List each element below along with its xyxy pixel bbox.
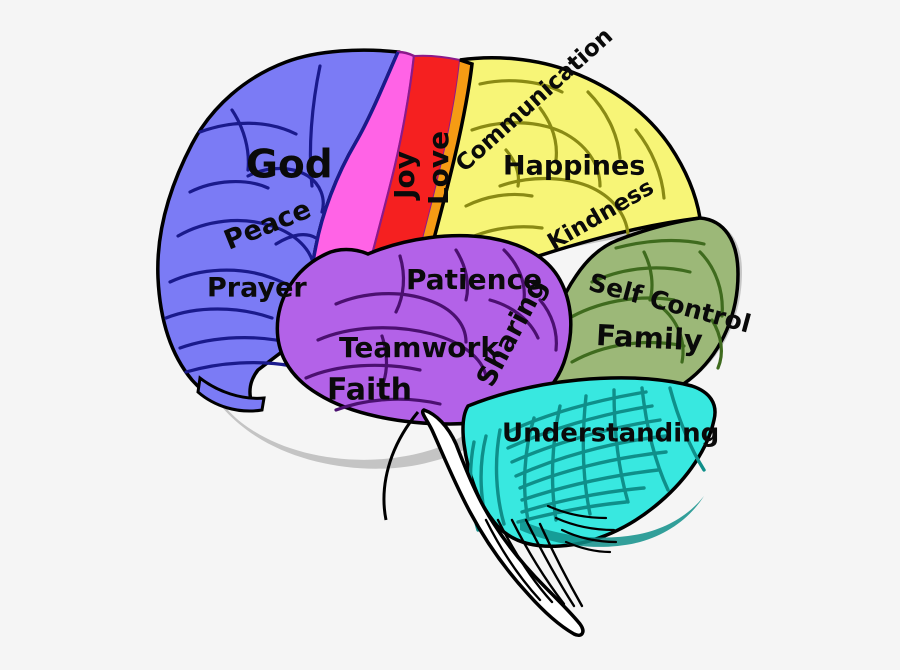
region-label-faith: Faith	[327, 373, 412, 408]
region-label-happines: Happines	[503, 151, 645, 182]
region-label-patience: Patience	[406, 263, 542, 296]
region-label-joy: Joy	[388, 151, 421, 201]
region-brain-stem[interactable]	[382, 408, 618, 637]
region-occipital-lobe[interactable]	[544, 216, 740, 406]
region-label-teamwork: Teamwork	[339, 331, 500, 364]
region-frontal-lobe[interactable]	[156, 48, 401, 413]
region-label-family: Family	[595, 318, 703, 358]
region-label-god: God	[246, 143, 333, 188]
region-cerebellum[interactable]	[461, 376, 717, 549]
region-label-understanding: Understanding	[502, 419, 719, 449]
region-label-prayer: Prayer	[207, 273, 307, 304]
region-label-love: Love	[422, 131, 455, 205]
